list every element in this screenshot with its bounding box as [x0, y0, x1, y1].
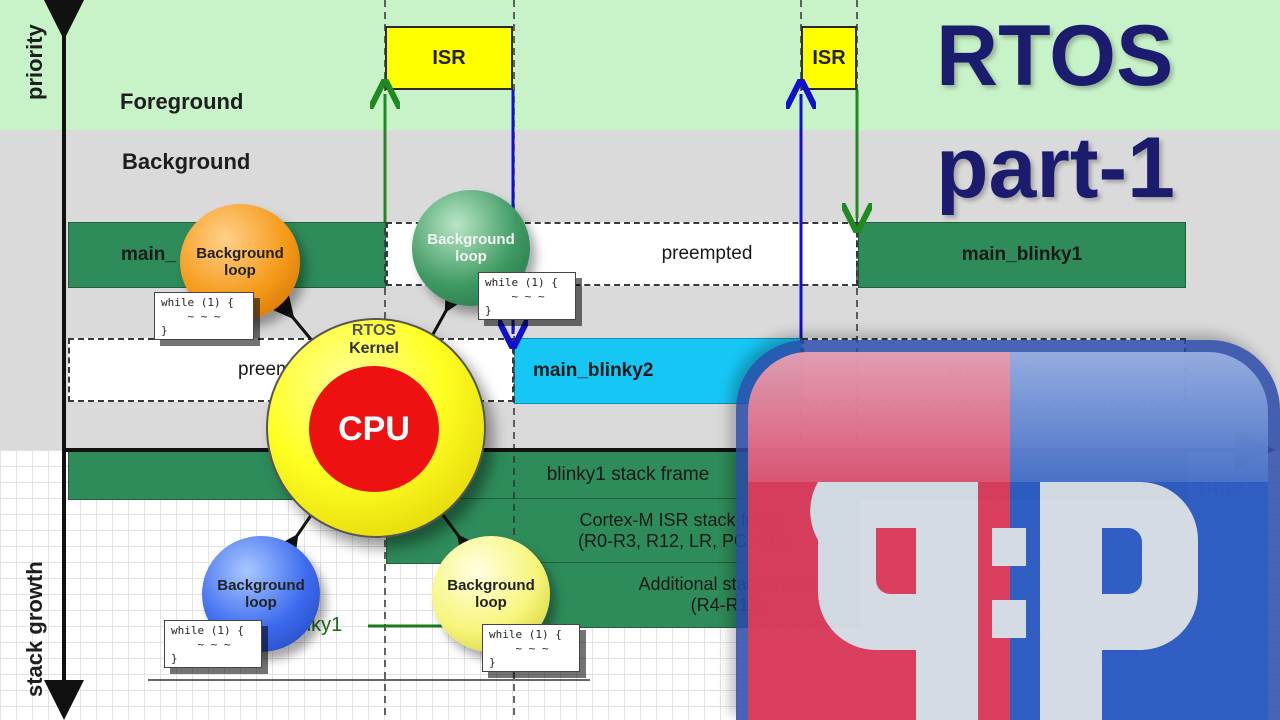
background-label: Background [122, 149, 251, 174]
background-loop-green-line1: Background [427, 231, 515, 248]
qp-logo-colon-top [992, 528, 1026, 566]
main-blinky2-bar-label: main_blinky2 [533, 360, 654, 381]
qp-logo-colon-bottom [992, 600, 1026, 638]
foreground-band [0, 0, 1280, 130]
isr-frame-line1: Cortex-M ISR stack frame [579, 510, 787, 530]
main-blinky1-bar-left-label: main_ [121, 244, 176, 265]
background-loop-blue-line2: loop [245, 594, 277, 611]
code-snippet-orange: while (1) { ~ ~ ~ } [154, 292, 254, 340]
qp-logo-q-shape [810, 482, 978, 720]
code-snippet-yellow: while (1) { ~ ~ ~ } [482, 624, 580, 672]
rtos-kernel-label-line1: RTOS [351, 322, 397, 339]
code-snippet-blue: while (1) { ~ ~ ~ } [164, 620, 262, 668]
code-line2: ~ ~ ~ [489, 642, 549, 655]
code-line2: ~ ~ ~ [171, 638, 231, 651]
isr-frame-line2: (R0-R3, R12, LR, PC, SR) [577, 531, 789, 551]
code-line1: while (1) { [489, 628, 562, 641]
background-loop-yellow-line1: Background [447, 577, 535, 594]
qp-logo-letters [810, 482, 1198, 720]
code-line3: } [489, 656, 496, 669]
code-snippet-green: while (1) { ~ ~ ~ } [478, 272, 576, 320]
cpu-circle: CPU [309, 366, 439, 492]
preempted-bar-top-label: preempted [661, 243, 753, 264]
code-line1: while (1) { [485, 276, 558, 289]
qp-logo-gloss [748, 352, 1268, 482]
background-loop-blue-line1: Background [217, 577, 305, 594]
qp-logo [748, 352, 1268, 720]
code-line1: while (1) { [171, 624, 244, 637]
background-loop-orange-line1: Background [196, 245, 284, 262]
isr-box-first: ISR [385, 26, 513, 90]
code-line2: ~ ~ ~ [161, 310, 221, 323]
rtos-kernel-label: RTOS Kernel [326, 322, 422, 358]
code-line2: ~ ~ ~ [485, 290, 545, 303]
code-line3: } [171, 652, 178, 665]
code-line1: while (1) { [161, 296, 234, 309]
title-line2: part-1 [936, 120, 1175, 216]
title-line1: RTOS [936, 8, 1174, 104]
background-loop-orange-line2: loop [224, 262, 256, 279]
code-line3: } [485, 304, 492, 317]
main-blinky1-bar-right: main_blinky1 [858, 222, 1186, 288]
background-loop-green: Background loop [412, 190, 530, 306]
code-line3: } [161, 324, 168, 337]
rtos-kernel-label-line2: Kernel [349, 340, 399, 357]
qp-logo-p-shape [1040, 482, 1198, 720]
background-loop-yellow-line2: loop [475, 594, 507, 611]
background-loop-green-line2: loop [455, 248, 487, 265]
foreground-label: Foreground [120, 89, 244, 114]
